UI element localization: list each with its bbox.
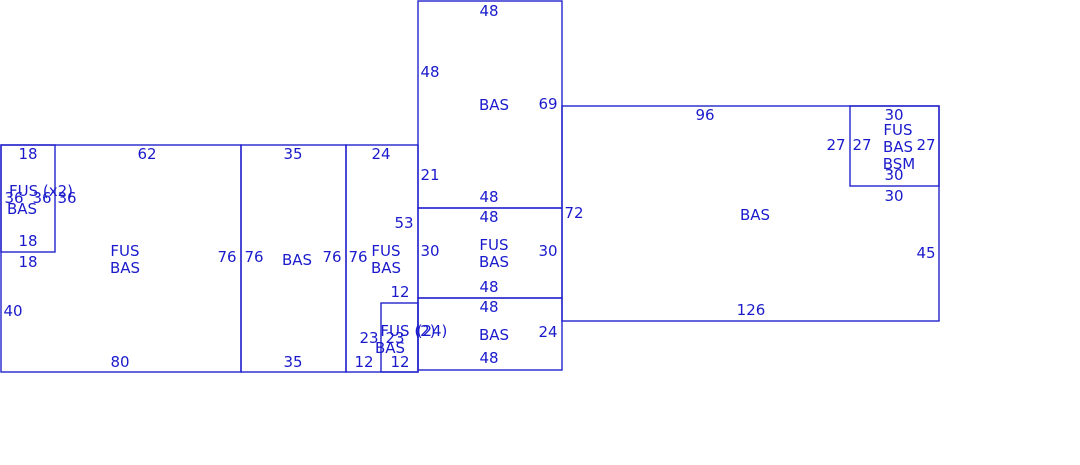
dim-a-right: 36	[32, 189, 51, 207]
dim-b-top: 62	[137, 145, 156, 163]
dim-a-top: 18	[18, 145, 37, 163]
area-a-line1: FUS (x2)	[9, 182, 73, 200]
dim-f-left-lower: 21	[420, 166, 439, 184]
dim-d-bottom: 12	[354, 353, 373, 371]
dim-h-top: 48	[479, 298, 498, 316]
dim-g-top: 48	[479, 208, 498, 226]
area-b-line2: BAS	[110, 259, 140, 277]
dim-b-left-lower: 40	[3, 302, 22, 320]
dim-i-top: 96	[695, 106, 714, 124]
dim-j-bottom: 30	[884, 166, 903, 184]
dim-b-left-upper: 18	[18, 253, 37, 271]
area-g-line2: BAS	[479, 253, 509, 271]
dim-c-right: 76	[322, 248, 341, 266]
dim-h-bottom: 48	[479, 349, 498, 367]
dim-g-right: 30	[538, 242, 557, 260]
area-a-line2: BAS	[7, 200, 37, 218]
dim-j-left-inner: 27	[852, 136, 871, 154]
dim-i-right: 45	[916, 244, 935, 262]
dim-c-top: 35	[283, 145, 302, 163]
area-g-line1: FUS	[479, 236, 508, 254]
dim-c-left: 76	[244, 248, 263, 266]
dim-b-bottom: 80	[110, 353, 129, 371]
dim-e-right: 23	[385, 329, 404, 347]
area-j-line1: FUS	[883, 121, 912, 139]
area-d-line1: FUS	[371, 242, 400, 260]
area-c-line1: BAS	[282, 251, 312, 269]
dim-b-right: 76	[217, 248, 236, 266]
area-e-line1: FUS (2)	[380, 322, 435, 340]
dim-g-bottom: 48	[479, 278, 498, 296]
dim-i-bottom: 126	[737, 301, 766, 319]
segment-i-outline	[561, 105, 940, 322]
area-j-line3: BSM	[883, 155, 916, 173]
dim-i-left: 72	[564, 204, 583, 222]
dim-e-number: (24)	[417, 322, 448, 340]
dim-j-top: 30	[884, 106, 903, 124]
dim-f-left-upper: 48	[420, 63, 439, 81]
dim-a-left: 36	[4, 189, 23, 207]
dim-d-top: 24	[371, 145, 390, 163]
dim-d-right: 53	[394, 214, 413, 232]
dim-g-left: 30	[420, 242, 439, 260]
dim-e-bottom: 12	[390, 353, 409, 371]
area-f-line1: BAS	[479, 96, 509, 114]
dim-f-bottom: 48	[479, 188, 498, 206]
dim-f-top: 48	[479, 2, 498, 20]
dim-h-right: 24	[538, 323, 557, 341]
area-b-line1: FUS	[110, 242, 139, 260]
dim-d-left: 76	[348, 248, 367, 266]
dim-f-right: 69	[538, 95, 557, 113]
dim-d-mid: 12	[390, 283, 409, 301]
dim-a-inner: 36	[57, 189, 76, 207]
dim-j-right: 27	[916, 136, 935, 154]
area-h-line1: BAS	[479, 326, 509, 344]
area-e-line2: BAS	[375, 339, 405, 357]
dim-i-notch: 30	[884, 187, 903, 205]
segment-h-outline	[417, 297, 563, 371]
dim-c-bottom: 35	[283, 353, 302, 371]
area-i-line1: BAS	[740, 206, 770, 224]
dim-a-bottom: 18	[18, 232, 37, 250]
area-j-line2: BAS	[883, 138, 913, 156]
segment-j-outline	[849, 105, 940, 187]
dim-j-left: 27	[826, 136, 845, 154]
dim-e-left: 23	[359, 329, 378, 347]
area-d-line2: BAS	[371, 259, 401, 277]
